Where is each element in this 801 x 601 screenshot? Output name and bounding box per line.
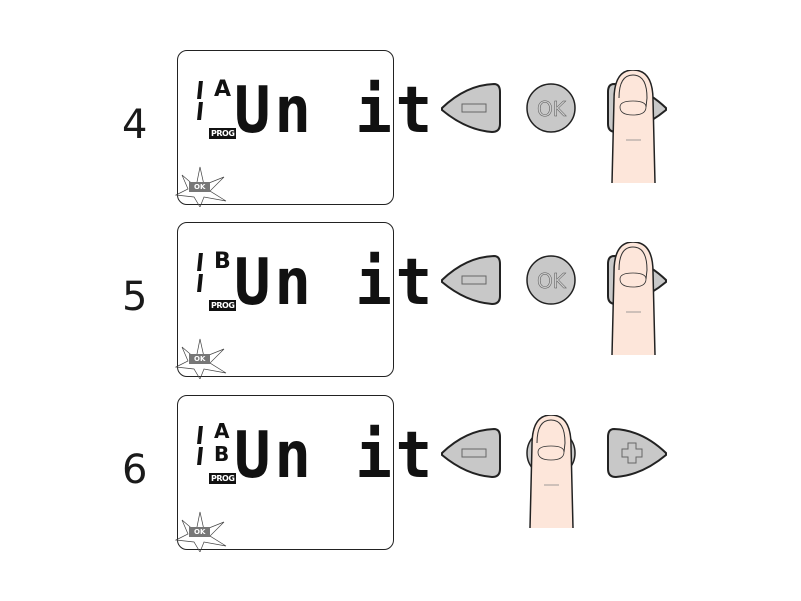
ok-button[interactable]	[526, 83, 576, 133]
zone-indicator-b: B	[214, 442, 230, 466]
starburst-icon	[174, 511, 227, 552]
digit-one	[197, 426, 203, 466]
finger-icon	[529, 415, 574, 529]
step-number: 6	[122, 447, 148, 493]
plus-button[interactable]	[607, 427, 667, 479]
zone-indicator-a: A	[214, 419, 230, 443]
minus-button[interactable]	[441, 254, 501, 306]
ok-badge: OK	[189, 182, 211, 192]
starburst-icon	[174, 166, 227, 207]
button-panel: OK	[436, 242, 676, 382]
minus-button[interactable]	[441, 427, 501, 479]
step-number: 5	[122, 274, 148, 320]
lcd-text: Un it	[234, 246, 437, 320]
lcd-screen: B PROG Un it OK	[174, 222, 432, 379]
finger-icon	[611, 242, 656, 356]
prog-badge: PROG	[209, 473, 237, 484]
digit-one	[197, 253, 203, 293]
ok-badge: OK	[189, 527, 211, 537]
ok-button-label: OK	[537, 269, 566, 294]
step-row: 4 A PROG Un it OK OK	[0, 50, 801, 210]
lcd-text: Un it	[234, 419, 437, 493]
ok-button-label: OK	[540, 443, 541, 444]
minus-button[interactable]	[441, 82, 501, 134]
finger-icon	[611, 70, 656, 184]
starburst-icon	[174, 338, 227, 379]
button-panel	[436, 415, 676, 555]
zone-indicator: A	[214, 77, 232, 102]
zone-indicator: B	[214, 249, 231, 274]
ok-badge: OK	[189, 354, 211, 364]
ok-button[interactable]	[526, 255, 576, 305]
prog-badge: PROG	[209, 300, 237, 311]
lcd-text: Un it	[234, 74, 437, 148]
ok-button-label: OK	[537, 97, 566, 122]
digit-one	[197, 81, 203, 121]
step-row: 6 AB PROG Un it OK OK	[0, 395, 801, 555]
lcd-screen: A PROG Un it OK	[174, 50, 432, 207]
prog-badge: PROG	[209, 128, 237, 139]
step-row: 5 B PROG Un it OK OK	[0, 222, 801, 382]
step-number: 4	[122, 102, 148, 148]
button-panel: OK	[436, 70, 676, 210]
